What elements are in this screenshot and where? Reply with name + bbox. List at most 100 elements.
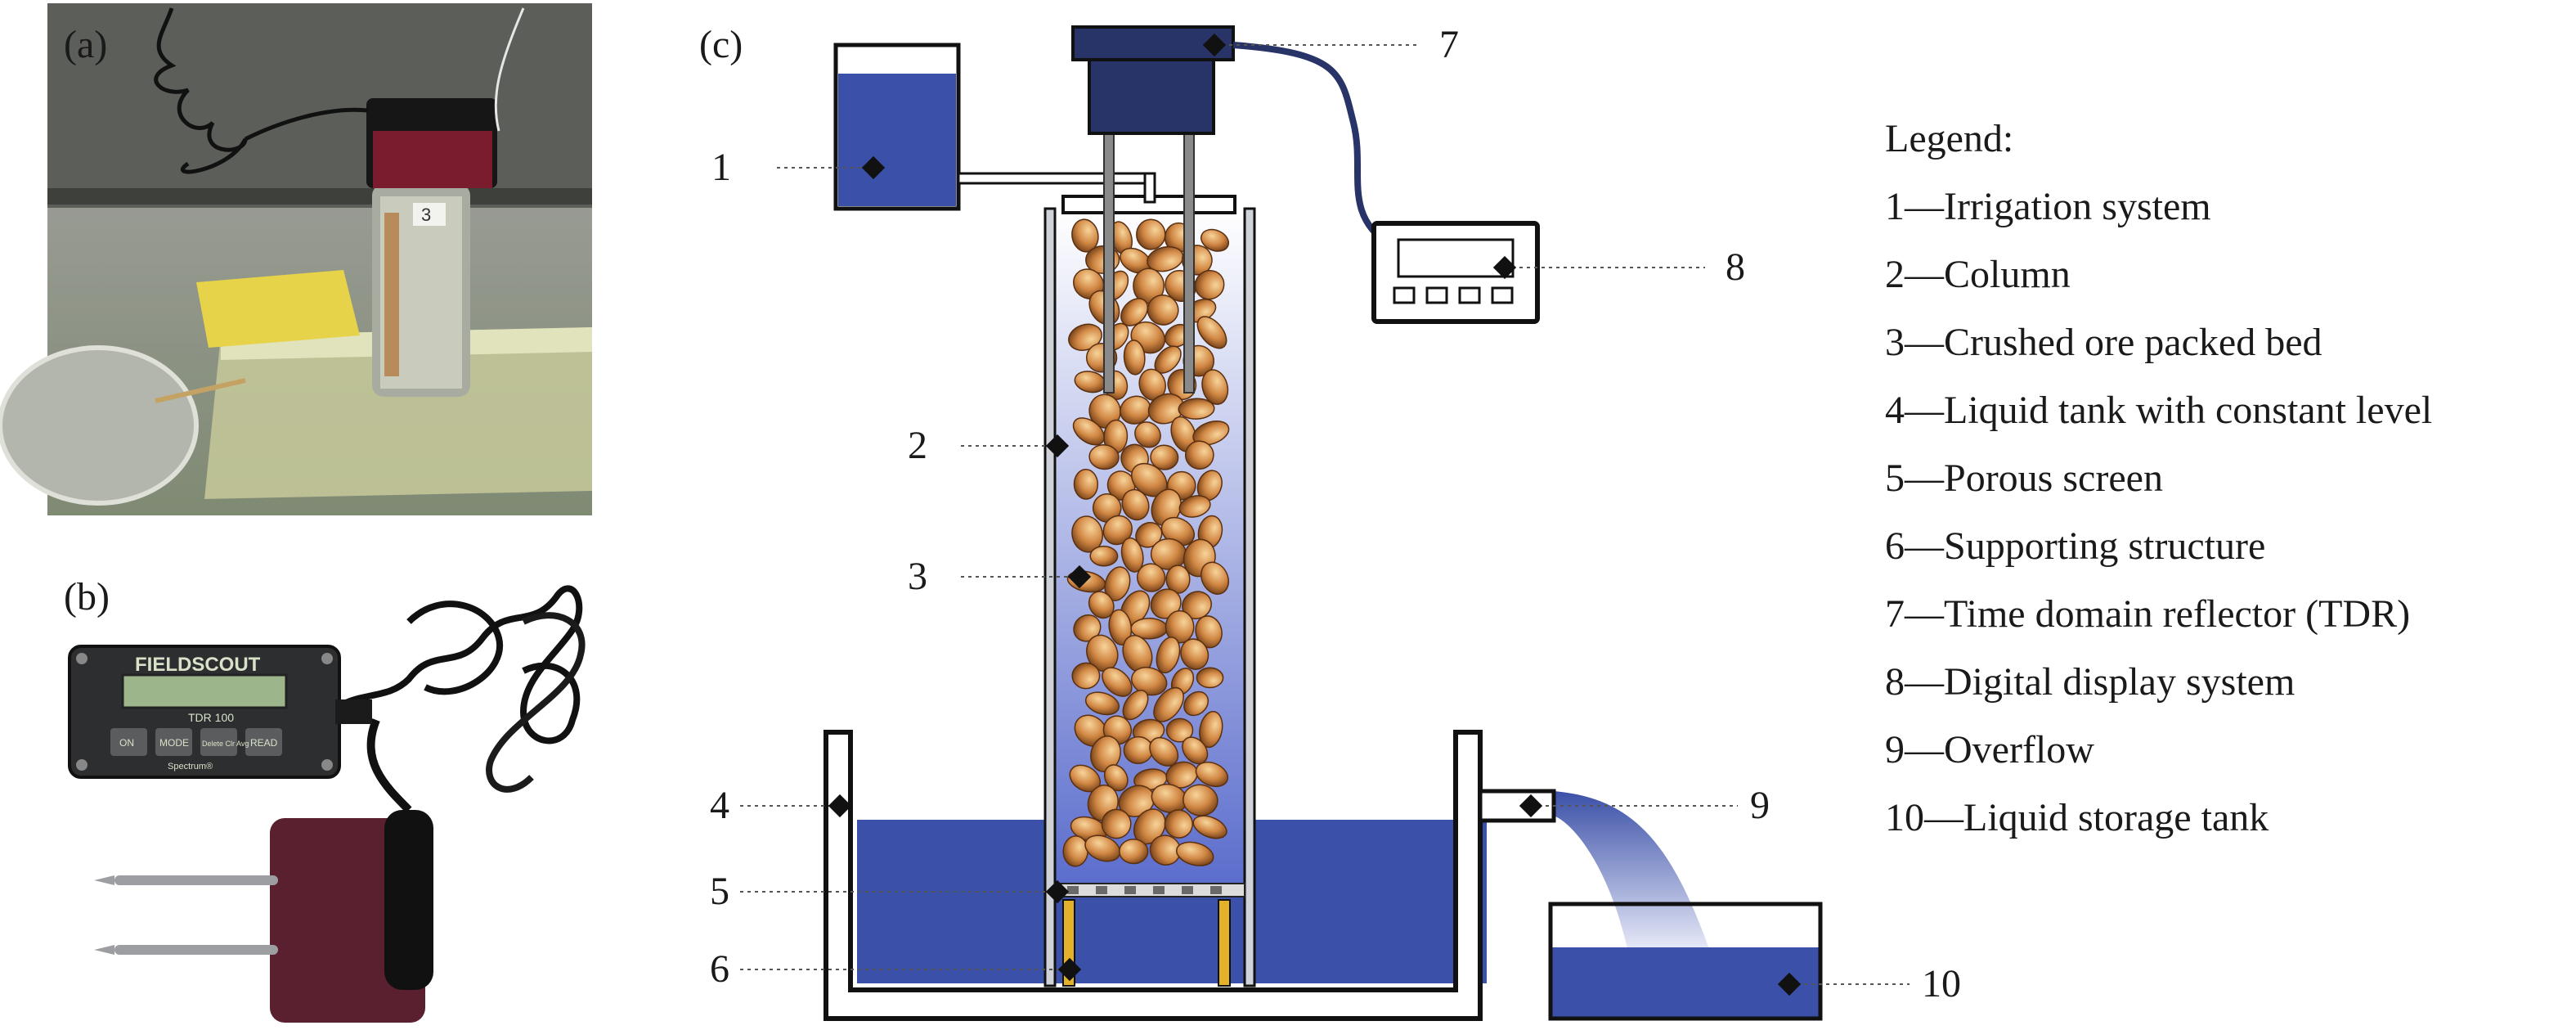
callout-number-1: 1 bbox=[711, 146, 731, 189]
legend: Legend: 1—Irrigation system 2—Column 3—C… bbox=[1885, 105, 2432, 852]
callout-number-6: 6 bbox=[710, 947, 729, 991]
ore-rock bbox=[1195, 615, 1223, 649]
ore-rock bbox=[1201, 369, 1229, 405]
digital-display-system bbox=[1371, 221, 1540, 324]
ore-rock bbox=[1103, 764, 1129, 792]
device-button-read: READ bbox=[250, 737, 278, 749]
panel-label-a: (a) bbox=[64, 23, 107, 66]
marker-7 bbox=[1202, 33, 1227, 57]
ore-rock bbox=[1165, 609, 1195, 644]
ore-rock bbox=[1134, 421, 1161, 448]
ore-rock bbox=[1090, 735, 1121, 772]
overflow bbox=[1478, 789, 1709, 949]
ore-rock bbox=[1165, 564, 1191, 594]
ore-rock bbox=[1196, 667, 1224, 689]
ore-rock bbox=[1121, 488, 1150, 521]
marker-10 bbox=[1777, 972, 1802, 996]
irrigation-system bbox=[833, 43, 1156, 211]
ore-rock bbox=[1194, 269, 1225, 300]
ore-rock bbox=[1072, 417, 1106, 446]
legend-item-8: 8—Digital display system bbox=[1885, 660, 2296, 704]
legend-title: Legend: bbox=[1885, 117, 2014, 160]
legend-item-7: 7—Time domain reflector (TDR) bbox=[1885, 592, 2411, 636]
ore-rock bbox=[1088, 444, 1120, 470]
ore-rock bbox=[1120, 537, 1144, 573]
ore-rock bbox=[1088, 591, 1115, 619]
legend-item-2: 2—Column bbox=[1885, 253, 2071, 296]
photo-panel-b: FIELDSCOUT TDR 100 ON MODE Delete Clr Av… bbox=[68, 585, 586, 1023]
ore-rock bbox=[1200, 228, 1230, 252]
ore-rock bbox=[1156, 636, 1181, 674]
porous-screen bbox=[1054, 883, 1245, 897]
legend-item-6: 6—Supporting structure bbox=[1885, 524, 2266, 568]
marker-4 bbox=[828, 794, 852, 818]
legend-item-10: 10—Liquid storage tank bbox=[1885, 796, 2269, 839]
marker-1 bbox=[861, 155, 886, 180]
callout-number-4: 4 bbox=[710, 784, 729, 827]
legend-item-4: 4—Liquid tank with constant level bbox=[1885, 389, 2433, 432]
ore-rock bbox=[1165, 717, 1194, 743]
callout-number-9: 9 bbox=[1750, 784, 1770, 827]
legend-item-1: 1—Irrigation system bbox=[1885, 185, 2211, 228]
ore-rock bbox=[1184, 440, 1214, 470]
ore-rock bbox=[1102, 667, 1133, 697]
callout-number-10: 10 bbox=[1922, 962, 1961, 1005]
callout-number-5: 5 bbox=[710, 870, 729, 913]
ore-rock bbox=[1164, 809, 1193, 839]
marker-3 bbox=[1067, 564, 1092, 589]
device-maker: Spectrum® bbox=[168, 762, 213, 771]
ore-rock bbox=[1149, 736, 1179, 767]
callout-number-2: 2 bbox=[908, 424, 927, 467]
callout-number-3: 3 bbox=[908, 555, 927, 598]
ore-rock bbox=[1153, 686, 1184, 722]
legend-item-3: 3—Crushed ore packed bed bbox=[1885, 321, 2322, 364]
marker-9 bbox=[1519, 794, 1543, 818]
ore-rock bbox=[1089, 545, 1119, 567]
ore-rock bbox=[1123, 340, 1146, 376]
ore-rock bbox=[1195, 761, 1229, 788]
device-brand: FIELDSCOUT bbox=[135, 654, 261, 676]
ore-rock bbox=[1192, 815, 1227, 839]
callouts bbox=[740, 44, 1910, 985]
device-model: TDR 100 bbox=[188, 711, 234, 724]
marker-8 bbox=[1492, 255, 1517, 280]
ore-rock bbox=[1071, 515, 1103, 553]
ore-rock bbox=[1073, 468, 1099, 500]
ore-rock bbox=[1071, 218, 1099, 253]
ore-rock bbox=[1196, 316, 1227, 349]
ore-rock bbox=[1183, 690, 1209, 717]
callout-number-8: 8 bbox=[1726, 245, 1745, 289]
ore-rock bbox=[1199, 711, 1223, 749]
ore-rock bbox=[1175, 841, 1214, 866]
ore-rock bbox=[1150, 444, 1179, 470]
liquid-storage-tank bbox=[1548, 902, 1823, 1021]
ore-rock bbox=[1178, 398, 1215, 420]
marker-2 bbox=[1045, 434, 1070, 458]
marker-5 bbox=[1045, 879, 1070, 904]
ore-rock bbox=[1183, 784, 1218, 816]
sample-label: 3 bbox=[421, 205, 431, 225]
ore-rock bbox=[1147, 295, 1179, 326]
ore-rock bbox=[1084, 691, 1120, 716]
ore-rock bbox=[1200, 561, 1230, 595]
panel-label-c: (c) bbox=[699, 23, 743, 66]
callout-number-7: 7 bbox=[1439, 23, 1459, 66]
panel-label-b: (b) bbox=[64, 575, 110, 618]
ore-rock bbox=[1136, 218, 1166, 250]
ore-rock bbox=[1119, 839, 1149, 865]
marker-6 bbox=[1057, 957, 1082, 982]
ore-rock bbox=[1151, 488, 1182, 526]
ore-rock bbox=[1180, 638, 1209, 670]
legend-item-5: 5—Porous screen bbox=[1885, 457, 2163, 500]
ore-rock bbox=[1136, 563, 1166, 592]
photo-panel-a: 3 bbox=[0, 3, 592, 515]
ore-rock bbox=[1071, 662, 1101, 690]
ore-rock bbox=[1192, 421, 1230, 446]
ore-rock bbox=[1122, 690, 1149, 721]
ore-rock bbox=[1182, 736, 1209, 765]
ore-rock bbox=[1101, 808, 1132, 839]
ore-rock bbox=[1178, 495, 1211, 518]
legend-item-9: 9—Overflow bbox=[1885, 728, 2094, 771]
device-button-on: ON bbox=[119, 737, 134, 749]
